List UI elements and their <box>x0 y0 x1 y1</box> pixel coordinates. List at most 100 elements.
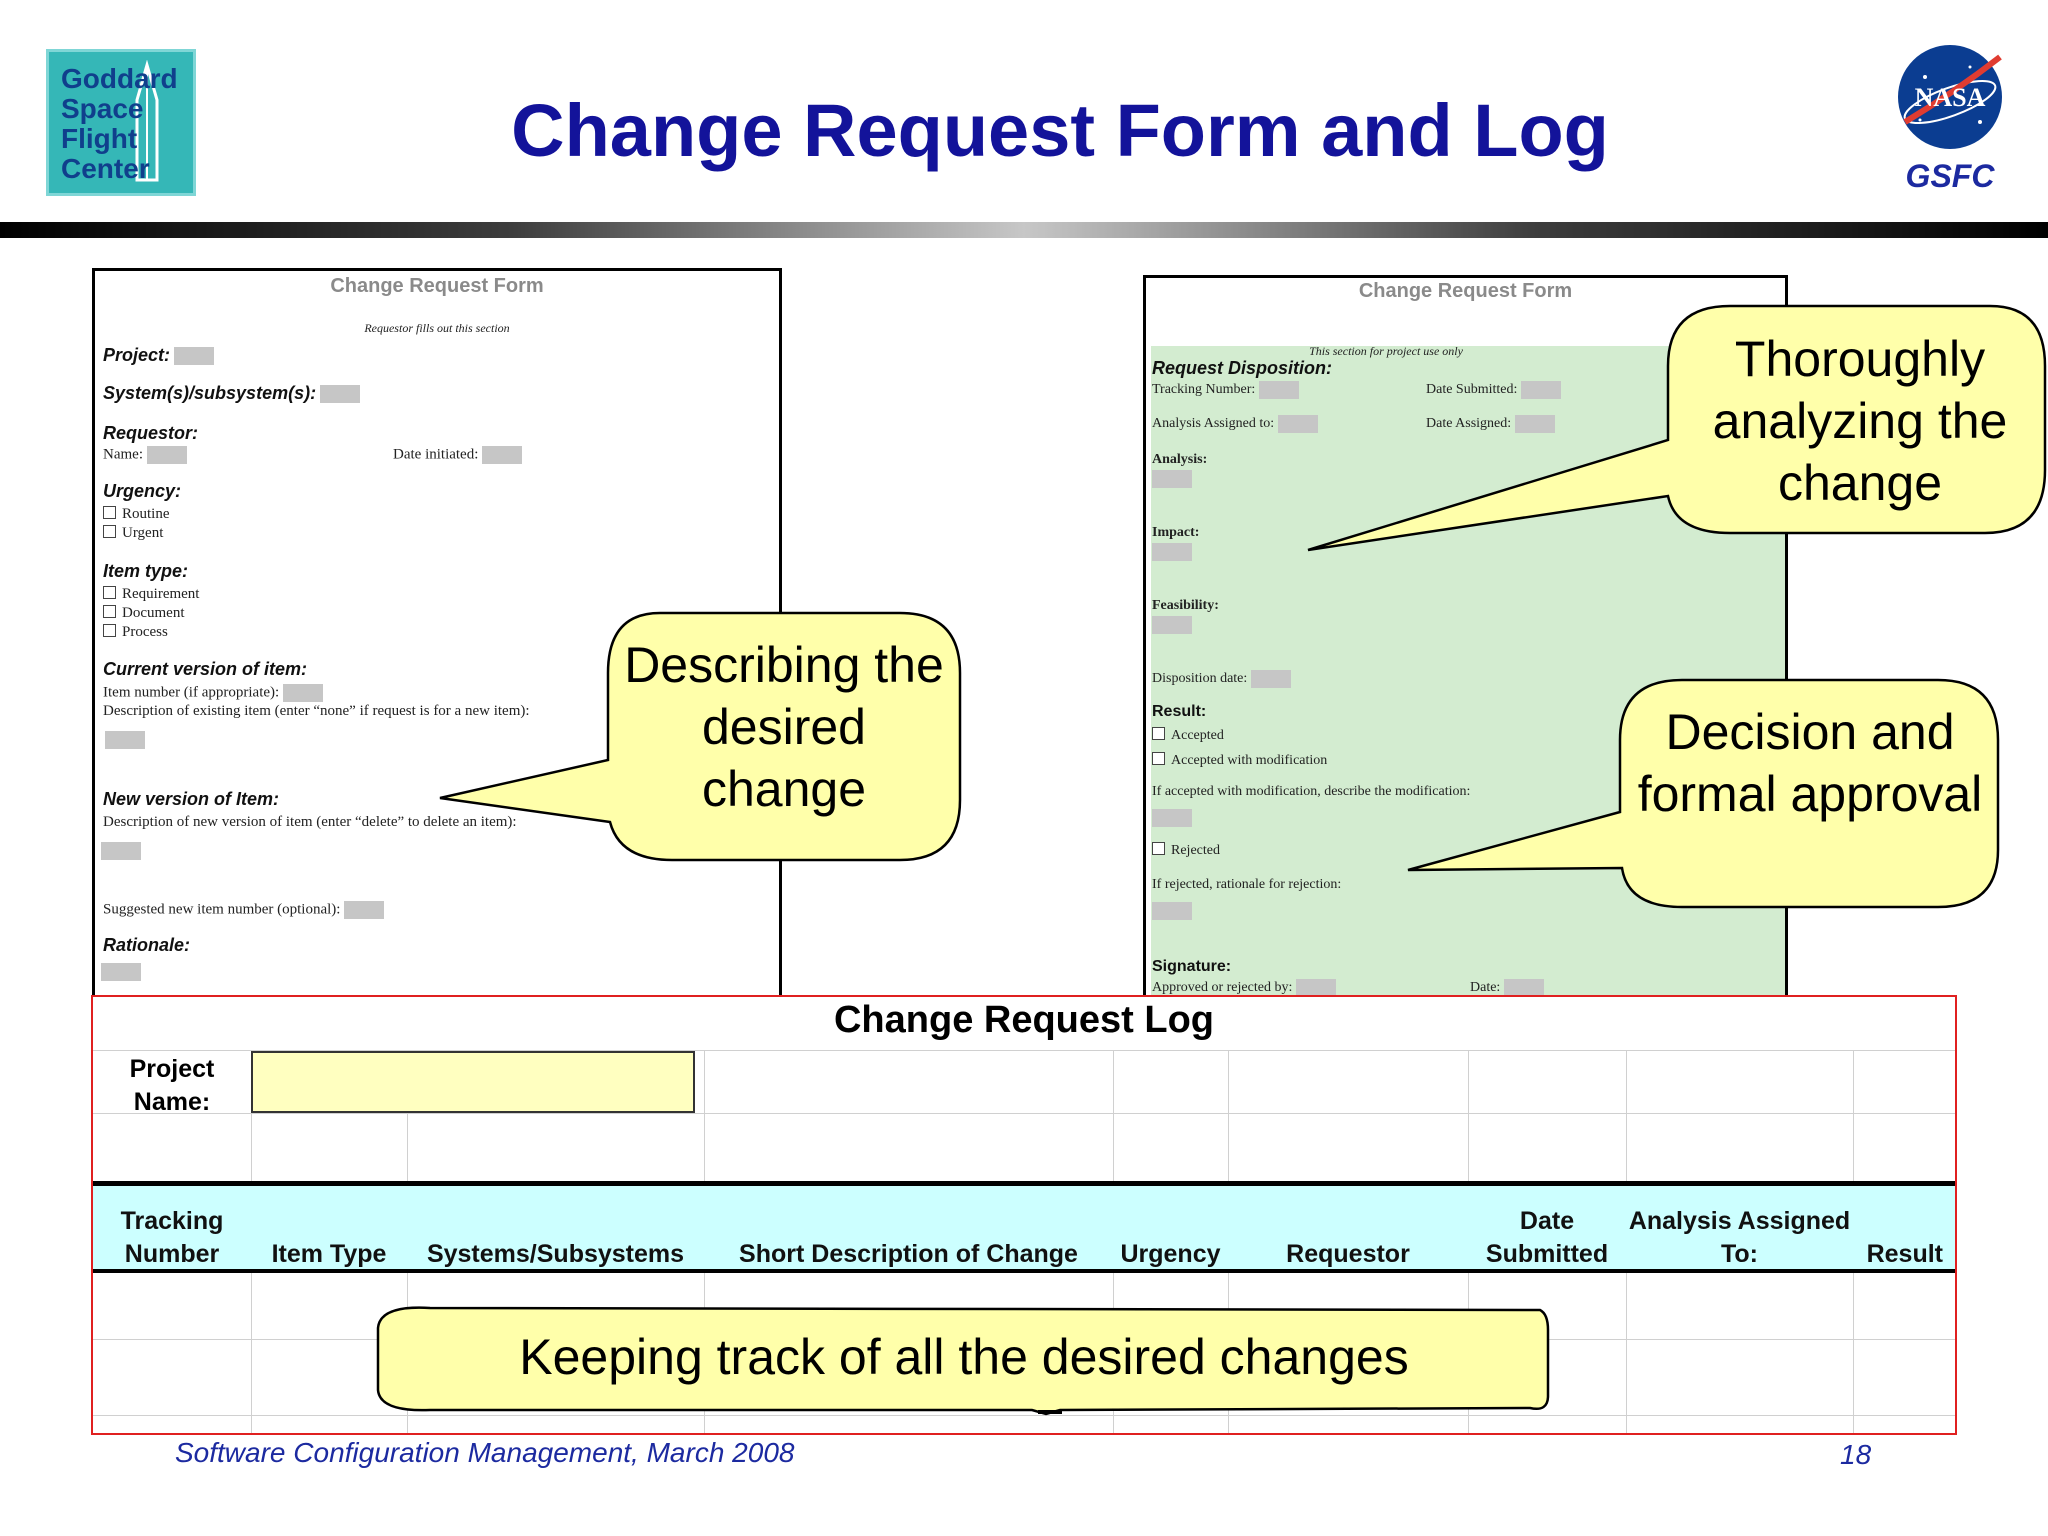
callout-analyzing: Thoroughly analyzing the change <box>1712 331 2008 511</box>
tracking-number-field[interactable] <box>1259 381 1300 399</box>
disposition-date-label: Disposition date: <box>1152 670 1292 688</box>
urgency-routine: Routine <box>103 506 170 523</box>
accepted-option: Accepted <box>1152 727 1224 744</box>
col-analysis-assigned: Analysis Assigned To: <box>1628 1207 1851 1268</box>
gsfc-label: GSFC <box>1905 158 1995 194</box>
approved-by-label: Approved or rejected by: <box>1152 979 1337 997</box>
project-label: Project: <box>103 345 215 366</box>
slide-title: Change Request Form and Log <box>511 89 1609 172</box>
name-label: Name: <box>103 446 187 464</box>
document-checkbox[interactable] <box>103 605 116 618</box>
grid-line <box>93 1050 1955 1051</box>
suggested-number-field[interactable] <box>344 901 385 919</box>
item-type-label: Item type: <box>103 561 189 581</box>
tracking-number-label: Tracking Number: <box>1152 381 1300 399</box>
accepted-mod-option: Accepted with modification <box>1152 752 1327 769</box>
rejected-checkbox[interactable] <box>1152 842 1165 855</box>
date-submitted-field[interactable] <box>1521 381 1562 399</box>
analysis-assigned-label: Analysis Assigned to: <box>1152 415 1319 433</box>
accepted-checkbox[interactable] <box>1152 727 1165 740</box>
signature-label: Signature: <box>1152 958 1232 975</box>
urgency-urgent: Urgent <box>103 525 163 542</box>
nasa-meatball-icon: NASA <box>1898 45 2002 149</box>
callout-decision: Decision and formal approval <box>1637 704 1983 822</box>
callout-describing: Describing the desired change <box>624 637 944 817</box>
col-systems: Systems/Subsystems <box>426 1240 685 1268</box>
col-urgency: Urgency <box>1120 1240 1221 1268</box>
col-short-description: Short Description of Change <box>739 1240 1078 1268</box>
impact-field[interactable] <box>1152 543 1192 561</box>
grid-line <box>407 1113 408 1433</box>
result-label: Result: <box>1152 703 1207 720</box>
item-type-document: Document <box>103 605 184 622</box>
modification-field[interactable] <box>1152 809 1192 827</box>
urgent-checkbox[interactable] <box>103 525 116 538</box>
if-rejected-label: If rejected, rationale for rejection: <box>1152 877 1342 892</box>
grid-line <box>93 1113 1955 1114</box>
impact-label: Impact: <box>1152 525 1200 540</box>
analysis-field[interactable] <box>1152 470 1192 488</box>
routine-checkbox[interactable] <box>103 506 116 519</box>
name-field[interactable] <box>146 446 187 464</box>
new-version-label: New version of Item: <box>103 789 280 809</box>
form-title: Change Request Form <box>1358 280 1573 302</box>
col-requestor: Requestor <box>1286 1240 1410 1268</box>
date-submitted-label: Date Submitted: <box>1426 381 1562 399</box>
item-number-label: Item number (if appropriate): <box>103 684 324 702</box>
item-type-process: Process <box>103 624 168 641</box>
description-new-field[interactable] <box>101 842 141 860</box>
grid-line <box>93 1415 1955 1416</box>
requirement-checkbox[interactable] <box>103 586 116 599</box>
date-initiated-field[interactable] <box>482 446 523 464</box>
nasa-logo-text: NASA <box>1915 83 1986 112</box>
log-title: Change Request Log <box>833 999 1215 1041</box>
signature-date-label: Date: <box>1470 979 1545 997</box>
col-item-type: Item Type <box>271 1240 387 1268</box>
callout-tracking: Keeping track of all the desired changes <box>519 1329 1409 1385</box>
form-title: Change Request Form <box>330 275 544 297</box>
project-name-input[interactable] <box>251 1051 695 1113</box>
shuttle-icon <box>135 60 159 182</box>
description-existing-field[interactable] <box>105 731 145 749</box>
log-header-row <box>93 1181 1955 1273</box>
description-existing-label: Description of existing item (enter “non… <box>103 703 530 719</box>
item-number-field[interactable] <box>283 684 324 702</box>
rationale-label: Rationale: <box>103 935 191 955</box>
rejected-option: Rejected <box>1152 842 1220 859</box>
rationale-field[interactable] <box>101 963 141 981</box>
date-initiated-label: Date initiated: <box>393 446 523 464</box>
approved-by-field[interactable] <box>1296 979 1337 997</box>
date-assigned-label: Date Assigned: <box>1426 415 1556 433</box>
feasibility-label: Feasibility: <box>1152 598 1219 613</box>
urgency-label: Urgency: <box>103 481 182 501</box>
signature-date-field[interactable] <box>1504 979 1545 997</box>
col-date-submitted: Date Submitted <box>1485 1207 1609 1268</box>
systems-label: System(s)/subsystem(s): <box>103 383 361 404</box>
systems-field[interactable] <box>320 385 361 404</box>
analysis-label: Analysis: <box>1152 452 1208 467</box>
footer-text: Software Configuration Management, March… <box>175 1437 795 1468</box>
rejection-rationale-field[interactable] <box>1152 902 1192 920</box>
col-result: Result <box>1866 1240 1943 1268</box>
form-note: Requestor fills out this section <box>364 321 510 335</box>
form-note: This section for project use only <box>1309 344 1463 358</box>
gsfc-logo: Goddard Space Flight Center <box>46 49 196 196</box>
analysis-assigned-field[interactable] <box>1278 415 1319 433</box>
process-checkbox[interactable] <box>103 624 116 637</box>
if-accepted-mod-label: If accepted with modification, describe … <box>1152 784 1471 799</box>
change-request-form-left: Change Request Form Requestor fills out … <box>92 268 782 1002</box>
col-tracking-number: Tracking Number <box>120 1207 224 1268</box>
feasibility-field[interactable] <box>1152 616 1192 634</box>
logo-text: Goddard Space Flight Center <box>61 63 178 184</box>
disposition-date-field[interactable] <box>1251 670 1292 688</box>
project-field[interactable] <box>174 347 215 366</box>
suggested-number-label: Suggested new item number (optional): <box>103 901 385 919</box>
accepted-mod-checkbox[interactable] <box>1152 752 1165 765</box>
description-new-label: Description of new version of item (ente… <box>103 814 517 830</box>
requestor-label: Requestor: <box>103 423 199 443</box>
date-assigned-field[interactable] <box>1515 415 1556 433</box>
item-type-requirement: Requirement <box>103 586 199 603</box>
current-version-label: Current version of item: <box>103 659 308 679</box>
request-disposition-label: Request Disposition: <box>1152 358 1333 378</box>
project-name-label: Project Name: <box>129 1055 215 1116</box>
